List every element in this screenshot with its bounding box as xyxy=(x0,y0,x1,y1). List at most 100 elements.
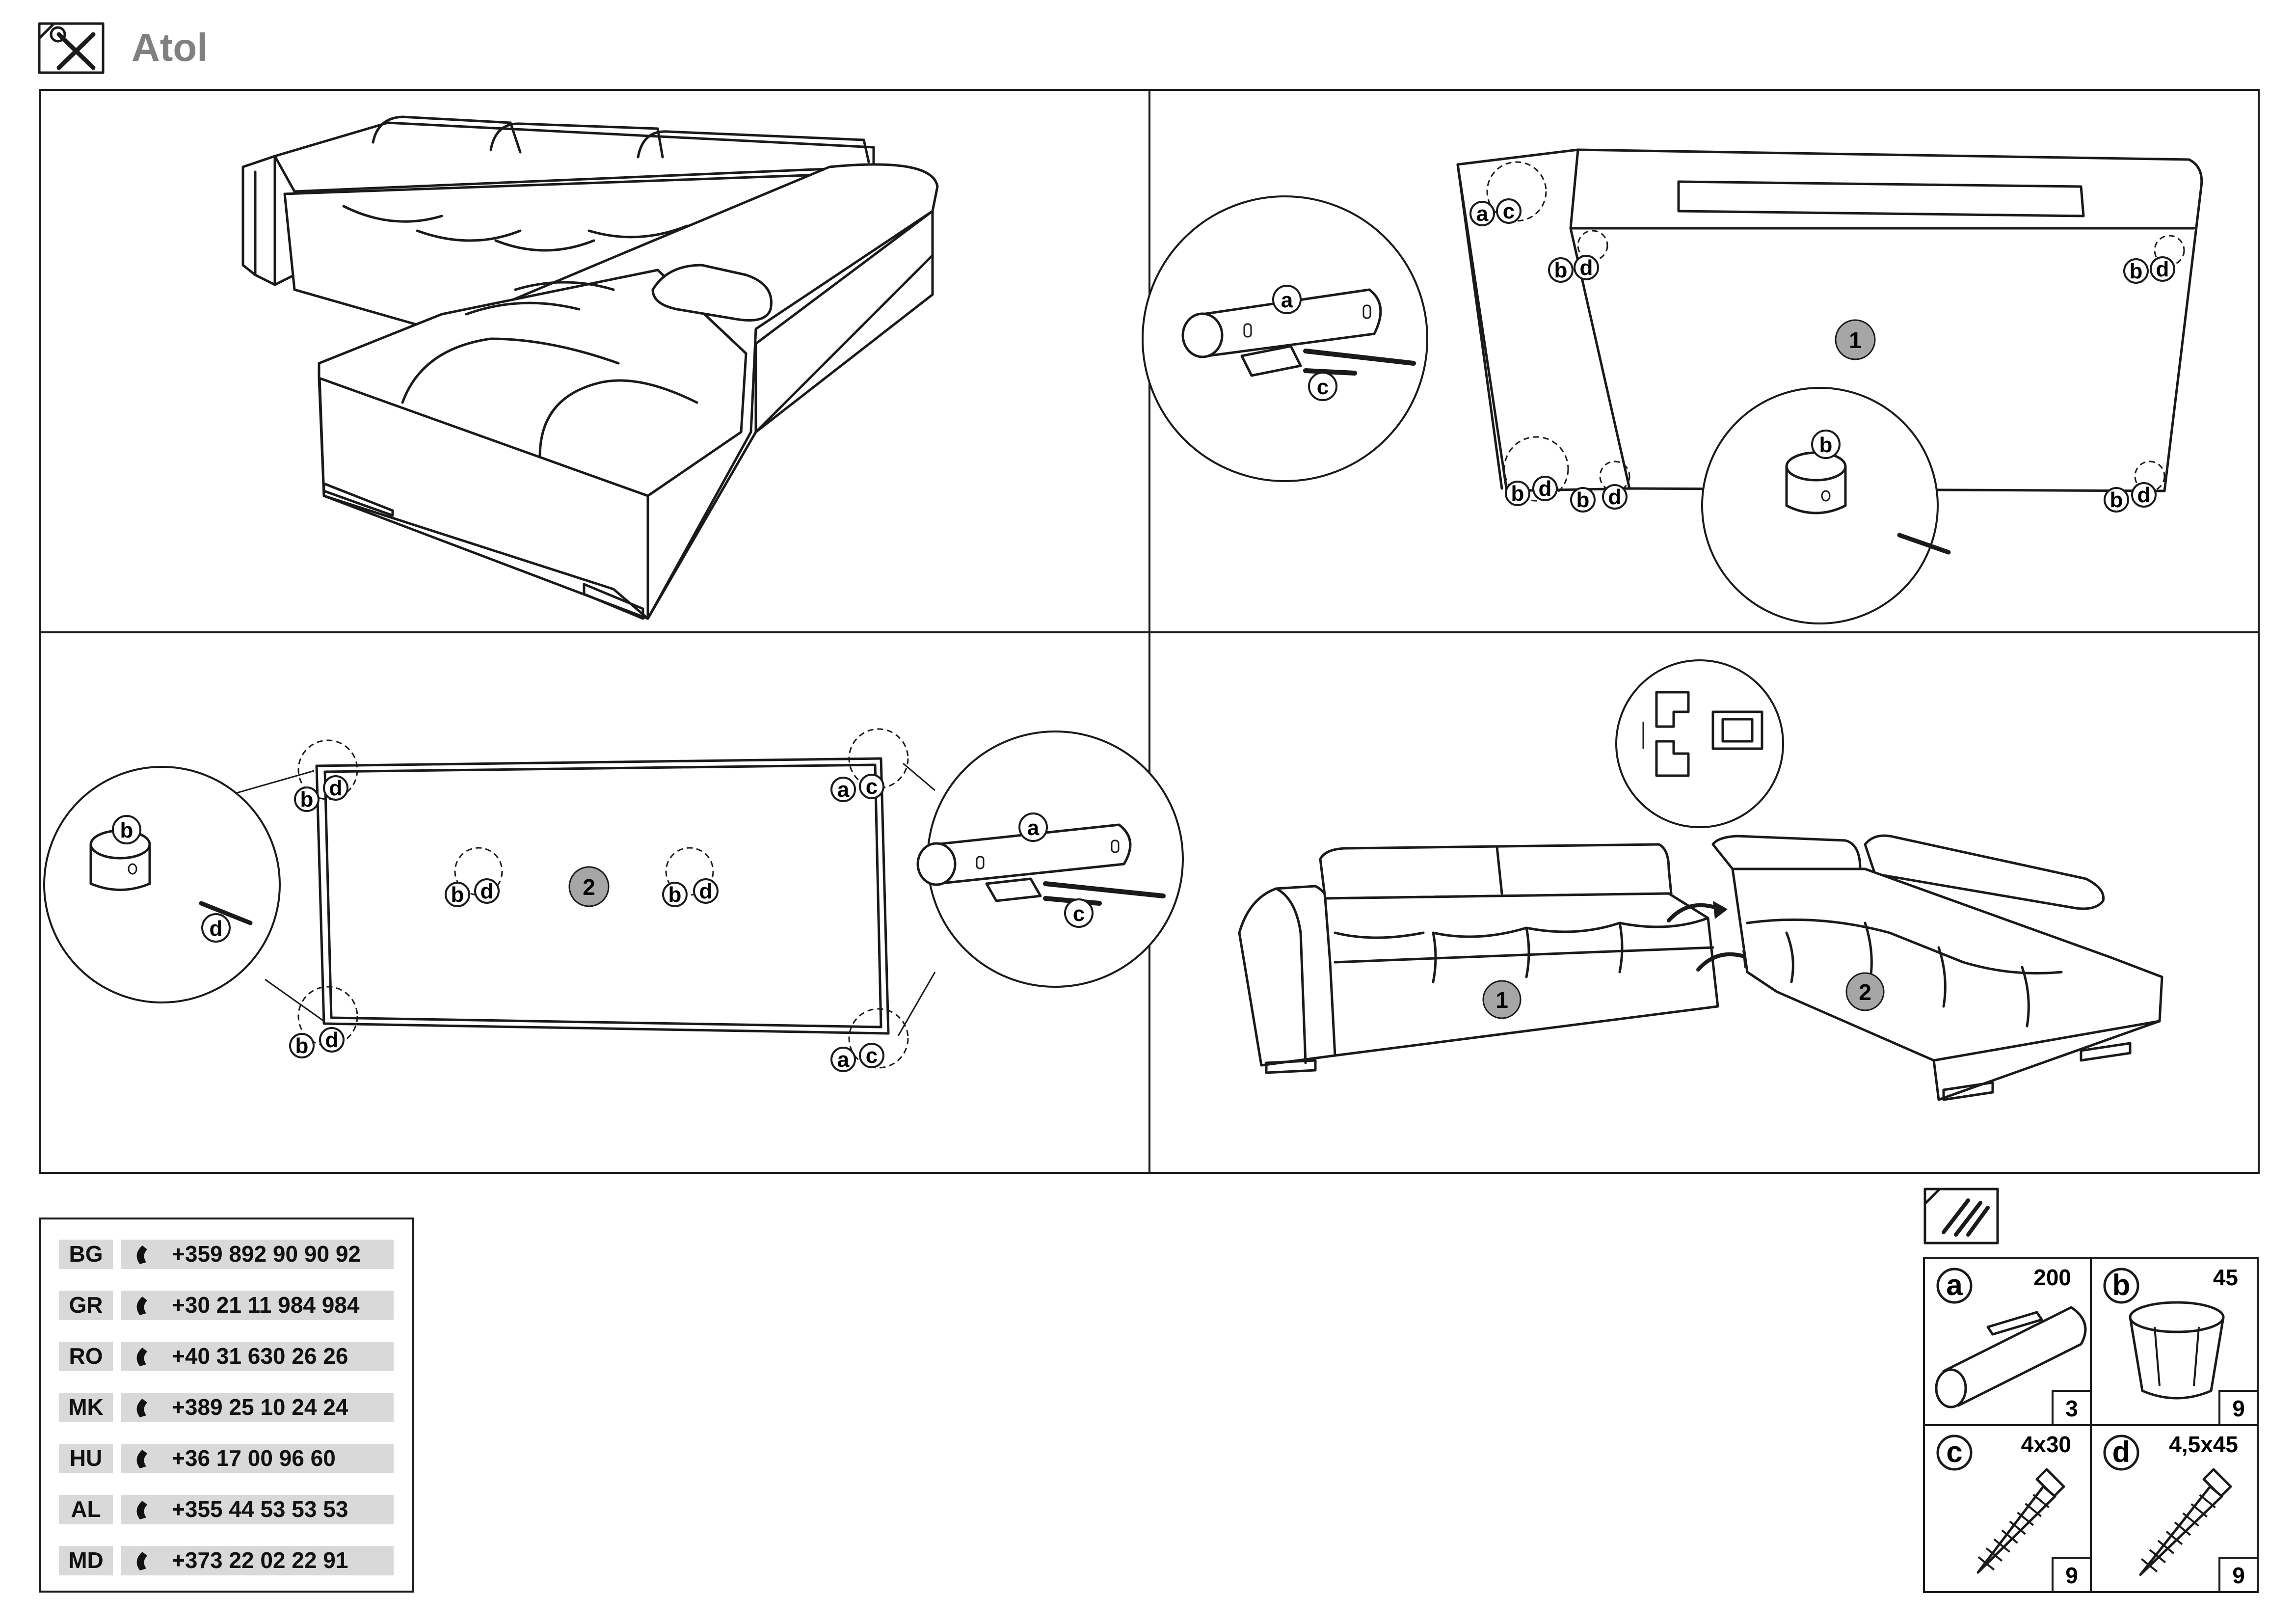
country-code: MD xyxy=(68,1547,104,1573)
part-quantity: 3 xyxy=(2065,1396,2078,1421)
header: Atol xyxy=(38,22,208,74)
svg-text:d: d xyxy=(2156,257,2169,281)
part-label-b: b xyxy=(294,786,320,812)
part-label-b: b xyxy=(662,882,688,907)
part-label-d: d xyxy=(323,775,348,801)
svg-text:c: c xyxy=(866,1044,878,1068)
svg-text:d: d xyxy=(699,879,713,903)
svg-text:d: d xyxy=(210,917,223,941)
part-label-c: c xyxy=(859,1043,884,1068)
part-label-d: d xyxy=(1532,476,1558,501)
svg-text:a: a xyxy=(1476,202,1489,226)
part-letter: d xyxy=(2112,1435,2131,1468)
part-label-b: b xyxy=(1811,430,1841,459)
part-label-b: b xyxy=(2104,487,2129,513)
part-label-d: d xyxy=(1574,255,1599,280)
part-label-a: a xyxy=(1018,812,1048,842)
panel-assembled-sofa xyxy=(241,115,939,620)
part-letter: b xyxy=(2112,1269,2131,1301)
screw-icon xyxy=(1976,1468,2065,1574)
svg-text:b: b xyxy=(300,787,314,812)
phone-number: +30 21 11 984 984 xyxy=(172,1292,360,1318)
part-label-c: c xyxy=(1496,198,1522,224)
phone-number: +355 44 53 53 53 xyxy=(172,1496,348,1522)
part-quantity: 9 xyxy=(2232,1396,2245,1421)
part-label-d: d xyxy=(1602,484,1628,510)
svg-text:a: a xyxy=(1281,288,1293,312)
phone-icon xyxy=(136,1297,147,1315)
svg-text:a: a xyxy=(1027,816,1040,840)
contact-row: MK+389 25 10 24 24 xyxy=(59,1393,394,1422)
detail-leg-zoom: b xyxy=(1701,387,1951,624)
part-cell-b: b 45 9 xyxy=(2103,1265,2259,1426)
part-quantity: 9 xyxy=(2232,1563,2245,1588)
contact-row: MD+373 22 02 22 91 xyxy=(59,1546,394,1575)
sofa-section-2: 2 xyxy=(1711,834,2163,1101)
screws-icon xyxy=(1923,1188,1999,1245)
svg-text:b: b xyxy=(1554,258,1568,282)
svg-text:d: d xyxy=(481,879,494,903)
part-label-d: d xyxy=(2150,256,2175,282)
svg-text:b: b xyxy=(2130,259,2143,283)
country-code: MK xyxy=(68,1394,104,1420)
part-label-b: b xyxy=(1548,257,1574,283)
contact-row: GR+30 21 11 984 984 xyxy=(59,1291,394,1320)
detail-leg-zoom: b d xyxy=(43,766,281,1003)
step-badge-2: 2 xyxy=(568,866,610,907)
contact-row: BG+359 892 90 90 92 xyxy=(59,1240,394,1269)
svg-text:b: b xyxy=(1819,433,1833,457)
tools-icon xyxy=(38,22,105,74)
part-cell-c: c 4x30 9 xyxy=(1936,1432,2092,1593)
phone-icon xyxy=(136,1245,147,1264)
sofa-section-1: 1 xyxy=(1238,843,1719,1074)
part-label-a: a xyxy=(1272,285,1302,314)
panel-join-sections: 1 2 xyxy=(1238,659,2163,1101)
phone-icon xyxy=(136,1450,147,1468)
country-code: BG xyxy=(69,1241,103,1267)
screw-icon xyxy=(2139,1468,2232,1576)
part-label-d: d xyxy=(201,913,231,943)
product-title: Atol xyxy=(132,26,208,69)
contact-row: AL +355 44 53 53 53 xyxy=(59,1495,394,1524)
svg-text:d: d xyxy=(325,1028,339,1052)
step-badge-2: 2 xyxy=(1845,972,1885,1011)
svg-text:d: d xyxy=(1580,256,1593,280)
svg-text:2: 2 xyxy=(583,874,595,900)
contact-row: RO+40 31 630 26 26 xyxy=(59,1342,394,1371)
part-letter: a xyxy=(1946,1269,1963,1301)
svg-text:b: b xyxy=(1511,482,1524,506)
part-size: 4,5x45 xyxy=(2169,1432,2238,1457)
phone-icon xyxy=(136,1501,147,1519)
connector-tube-icon xyxy=(1935,1306,2087,1408)
part-label-c: c xyxy=(1308,372,1337,401)
svg-text:b: b xyxy=(120,818,133,842)
part-size: 45 xyxy=(2213,1265,2238,1290)
country-code: RO xyxy=(69,1343,103,1369)
instruction-grid xyxy=(39,89,2260,1174)
phone-number: +36 17 00 96 60 xyxy=(172,1445,336,1471)
contact-table: BG+359 892 90 90 92 GR+30 21 11 984 984RO… xyxy=(39,1218,414,1593)
detail-connector-zoom: a c xyxy=(916,731,1184,988)
part-label-c: c xyxy=(1064,898,1094,928)
part-label-c: c xyxy=(859,774,884,799)
detail-connector-zoom: a c xyxy=(1142,195,1428,482)
part-quantity: 9 xyxy=(2065,1563,2078,1588)
svg-text:2: 2 xyxy=(1859,979,1871,1005)
phone-icon xyxy=(136,1552,147,1570)
contact-row: HU+36 17 00 96 60 xyxy=(59,1444,394,1473)
svg-text:b: b xyxy=(668,883,682,907)
svg-text:c: c xyxy=(866,775,878,799)
svg-text:a: a xyxy=(837,1048,850,1072)
svg-text:a: a xyxy=(837,778,850,802)
step-badge-1: 1 xyxy=(1482,980,1522,1019)
part-label-a: a xyxy=(830,1047,856,1072)
svg-text:c: c xyxy=(1073,902,1085,926)
svg-text:d: d xyxy=(329,776,343,800)
svg-text:b: b xyxy=(2110,488,2123,512)
part-size: 4x30 xyxy=(2021,1432,2071,1457)
country-code: AL xyxy=(71,1496,101,1522)
svg-text:d: d xyxy=(2137,483,2151,507)
part-letter: c xyxy=(1946,1435,1962,1468)
svg-text:c: c xyxy=(1317,375,1329,399)
